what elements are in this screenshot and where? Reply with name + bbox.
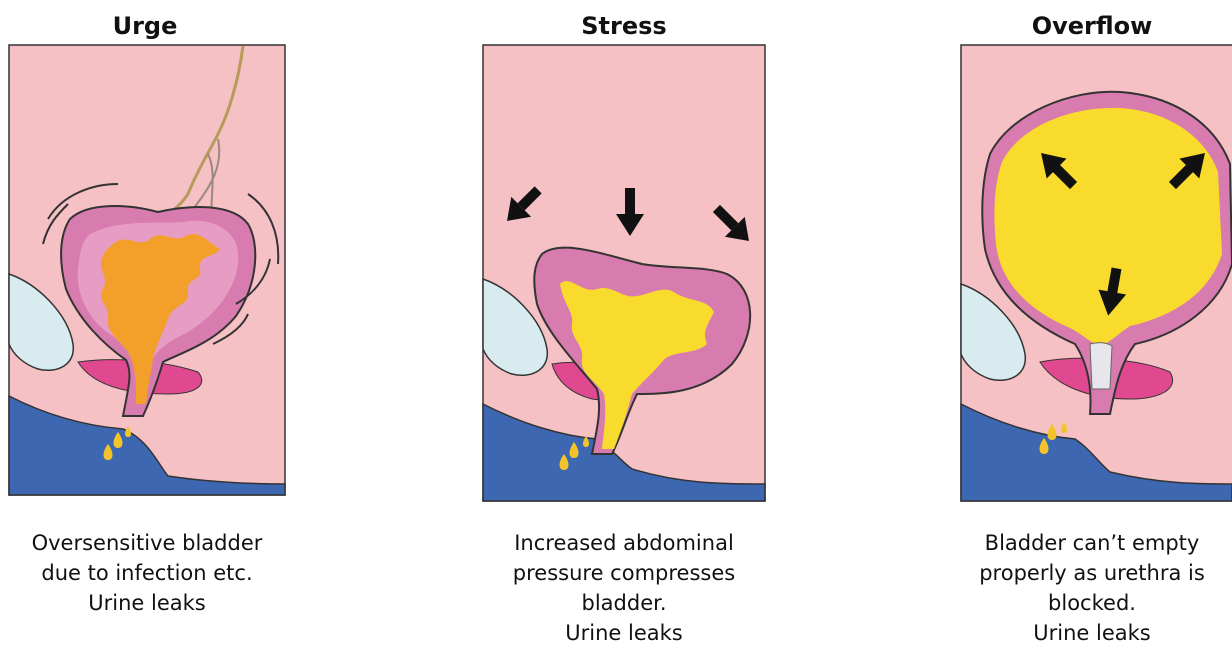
overflow-drawing — [960, 44, 1232, 502]
illustration-stress — [482, 44, 766, 502]
caption-urge: Oversensitive bladder due to infection e… — [0, 528, 294, 618]
panel-title-overflow: Overflow — [952, 12, 1232, 40]
caption-line: bladder. — [474, 588, 774, 618]
urge-drawing — [8, 44, 286, 496]
stress-drawing — [482, 44, 766, 502]
caption-line: pressure compresses — [474, 558, 774, 588]
caption-line: Increased abdominal — [474, 528, 774, 558]
urethra-blockage — [1090, 343, 1112, 389]
caption-stress: Increased abdominal pressure compresses … — [474, 528, 774, 648]
caption-line: Urine leaks — [952, 618, 1232, 648]
caption-line: due to infection etc. — [0, 558, 294, 588]
illustration-overflow — [960, 44, 1232, 502]
caption-line: Bladder can’t empty — [952, 528, 1232, 558]
illustration-urge — [8, 44, 286, 496]
caption-line: properly as urethra is — [952, 558, 1232, 588]
caption-line: Urine leaks — [0, 588, 294, 618]
caption-line: Oversensitive bladder — [0, 528, 294, 558]
panel-title-stress: Stress — [474, 12, 774, 40]
caption-overflow: Bladder can’t empty properly as urethra … — [952, 528, 1232, 648]
caption-line: blocked. — [952, 588, 1232, 618]
caption-line: Urine leaks — [474, 618, 774, 648]
panel-title-urge: Urge — [0, 12, 290, 40]
